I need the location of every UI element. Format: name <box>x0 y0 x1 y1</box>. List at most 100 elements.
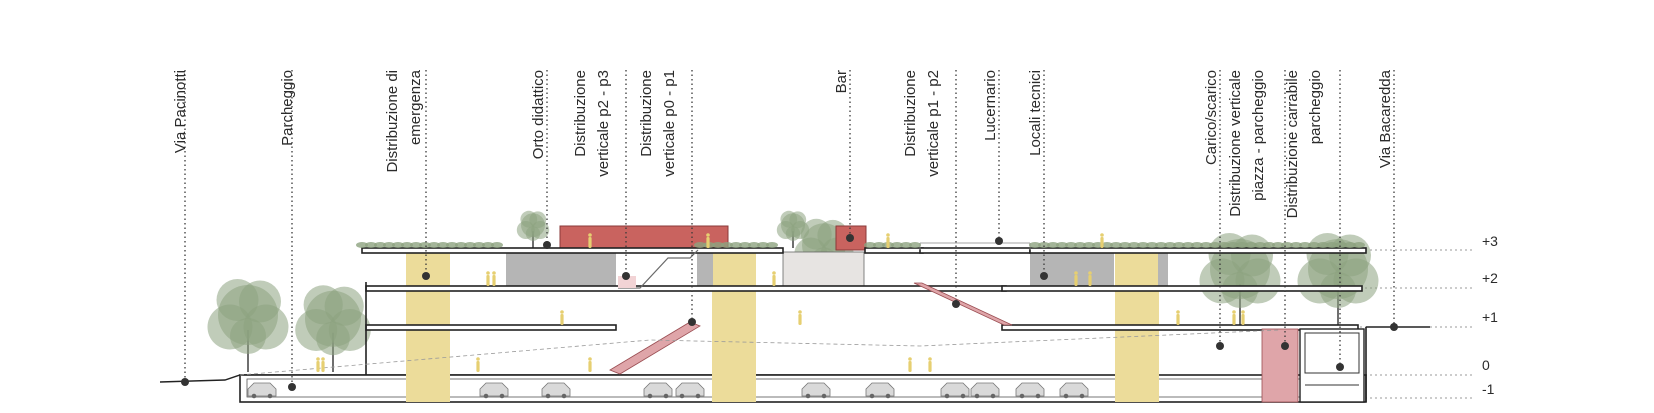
car-wheel <box>1063 393 1069 399</box>
leader-dot-carico-scarico <box>1216 342 1224 350</box>
person-head <box>928 357 932 361</box>
car <box>643 382 673 399</box>
label-line: Distribuzione <box>638 70 655 157</box>
tree-foliage <box>230 318 266 354</box>
car <box>247 382 277 399</box>
car-wheel <box>499 393 505 399</box>
roof-planting <box>1155 242 1167 248</box>
roof-planting <box>1029 242 1041 248</box>
floor-slab <box>1001 324 1359 331</box>
person <box>560 310 564 325</box>
label-line: Parcheggio <box>279 70 296 146</box>
car-wheel <box>695 393 701 399</box>
car-body <box>247 382 277 397</box>
roof-planting <box>1056 242 1068 248</box>
person-body <box>560 314 564 325</box>
label-via-bacaredda: Via Bacaredda <box>1377 69 1394 168</box>
label-line: piazza - parcheggio <box>1250 70 1267 201</box>
roof-planting <box>1218 242 1230 248</box>
roof-planting <box>1236 242 1248 248</box>
label-line: Locali tecnici <box>1027 70 1044 156</box>
roof-planting <box>721 242 733 248</box>
leader-dot-distribuzione-piazza-parcheggio <box>1281 342 1289 350</box>
hidden-line <box>239 329 1281 376</box>
roof-planting <box>392 242 404 248</box>
label-line: verticale p0 - p1 <box>661 70 678 177</box>
person-body <box>886 237 890 248</box>
person <box>772 271 776 286</box>
car <box>541 382 571 399</box>
car-wheel <box>990 393 996 399</box>
tree-foliage <box>324 286 364 326</box>
roof-planting <box>864 242 876 248</box>
label-line: emergenza <box>407 69 424 145</box>
car <box>865 382 895 399</box>
leader-dot-via-bacaredda <box>1390 323 1398 331</box>
label-bar: Bar <box>833 70 850 93</box>
roof-planting <box>446 242 458 248</box>
roof-planting <box>1326 242 1338 248</box>
roof-planting <box>1146 242 1158 248</box>
person-body <box>928 361 932 372</box>
car-body <box>801 382 831 397</box>
leader-dot-via-pacinotti <box>181 378 189 386</box>
tree-foliage <box>239 280 281 323</box>
tree-left-2 <box>295 285 371 372</box>
stair-landing <box>618 276 636 288</box>
roof-planting <box>1101 242 1113 248</box>
roof-planting <box>757 242 769 248</box>
tree-foliage <box>789 211 807 229</box>
person-body <box>706 237 710 248</box>
label-line: Via Pacinotti <box>172 70 189 153</box>
person-head <box>321 357 325 361</box>
person <box>798 310 802 325</box>
roof-planting <box>1182 242 1194 248</box>
trees <box>207 210 1379 372</box>
roof-planting <box>491 242 503 248</box>
level-label: 0 <box>1482 357 1490 373</box>
floor-slab <box>365 324 617 331</box>
roof-planting <box>482 242 494 248</box>
car-wheel <box>960 393 966 399</box>
person-body <box>588 237 592 248</box>
roof-planting <box>1137 242 1149 248</box>
person-head <box>588 233 592 237</box>
person-body <box>1074 275 1078 286</box>
person-body <box>1088 275 1092 286</box>
car-body <box>865 382 895 397</box>
technical-room <box>506 252 616 287</box>
person <box>886 233 890 248</box>
roof-planting <box>1191 242 1203 248</box>
car-wheel <box>805 393 811 399</box>
leader-dot-orto-didattico <box>543 241 551 249</box>
person-body <box>492 275 496 286</box>
leader-dot-distribuzione-p2-p3 <box>622 272 630 280</box>
car-body <box>1059 382 1089 397</box>
roof-planting <box>410 242 422 248</box>
roof-planting <box>1038 242 1050 248</box>
car <box>970 382 1000 399</box>
person-head <box>1074 271 1078 275</box>
person <box>476 357 480 372</box>
roof-planting <box>900 242 912 248</box>
label-line: verticale p2 - p3 <box>595 70 612 177</box>
vertical-core <box>712 250 756 402</box>
roof-planting <box>1065 242 1077 248</box>
person-head <box>1088 271 1092 275</box>
roof-planting <box>1245 242 1257 248</box>
label-line: Distribuzione carrabile <box>1284 70 1301 218</box>
floor-slab <box>361 247 784 254</box>
tree-roof-1 <box>516 210 550 248</box>
person <box>1088 271 1092 286</box>
roof-planting <box>419 242 431 248</box>
roof-planting <box>1299 242 1311 248</box>
roof-planting <box>1083 242 1095 248</box>
person-head <box>492 271 496 275</box>
roof-planting <box>712 242 724 248</box>
car-body <box>479 382 509 397</box>
tree-foliage <box>1231 234 1273 277</box>
leader-dot-locali-tecnici <box>1040 272 1048 280</box>
person <box>316 357 320 372</box>
